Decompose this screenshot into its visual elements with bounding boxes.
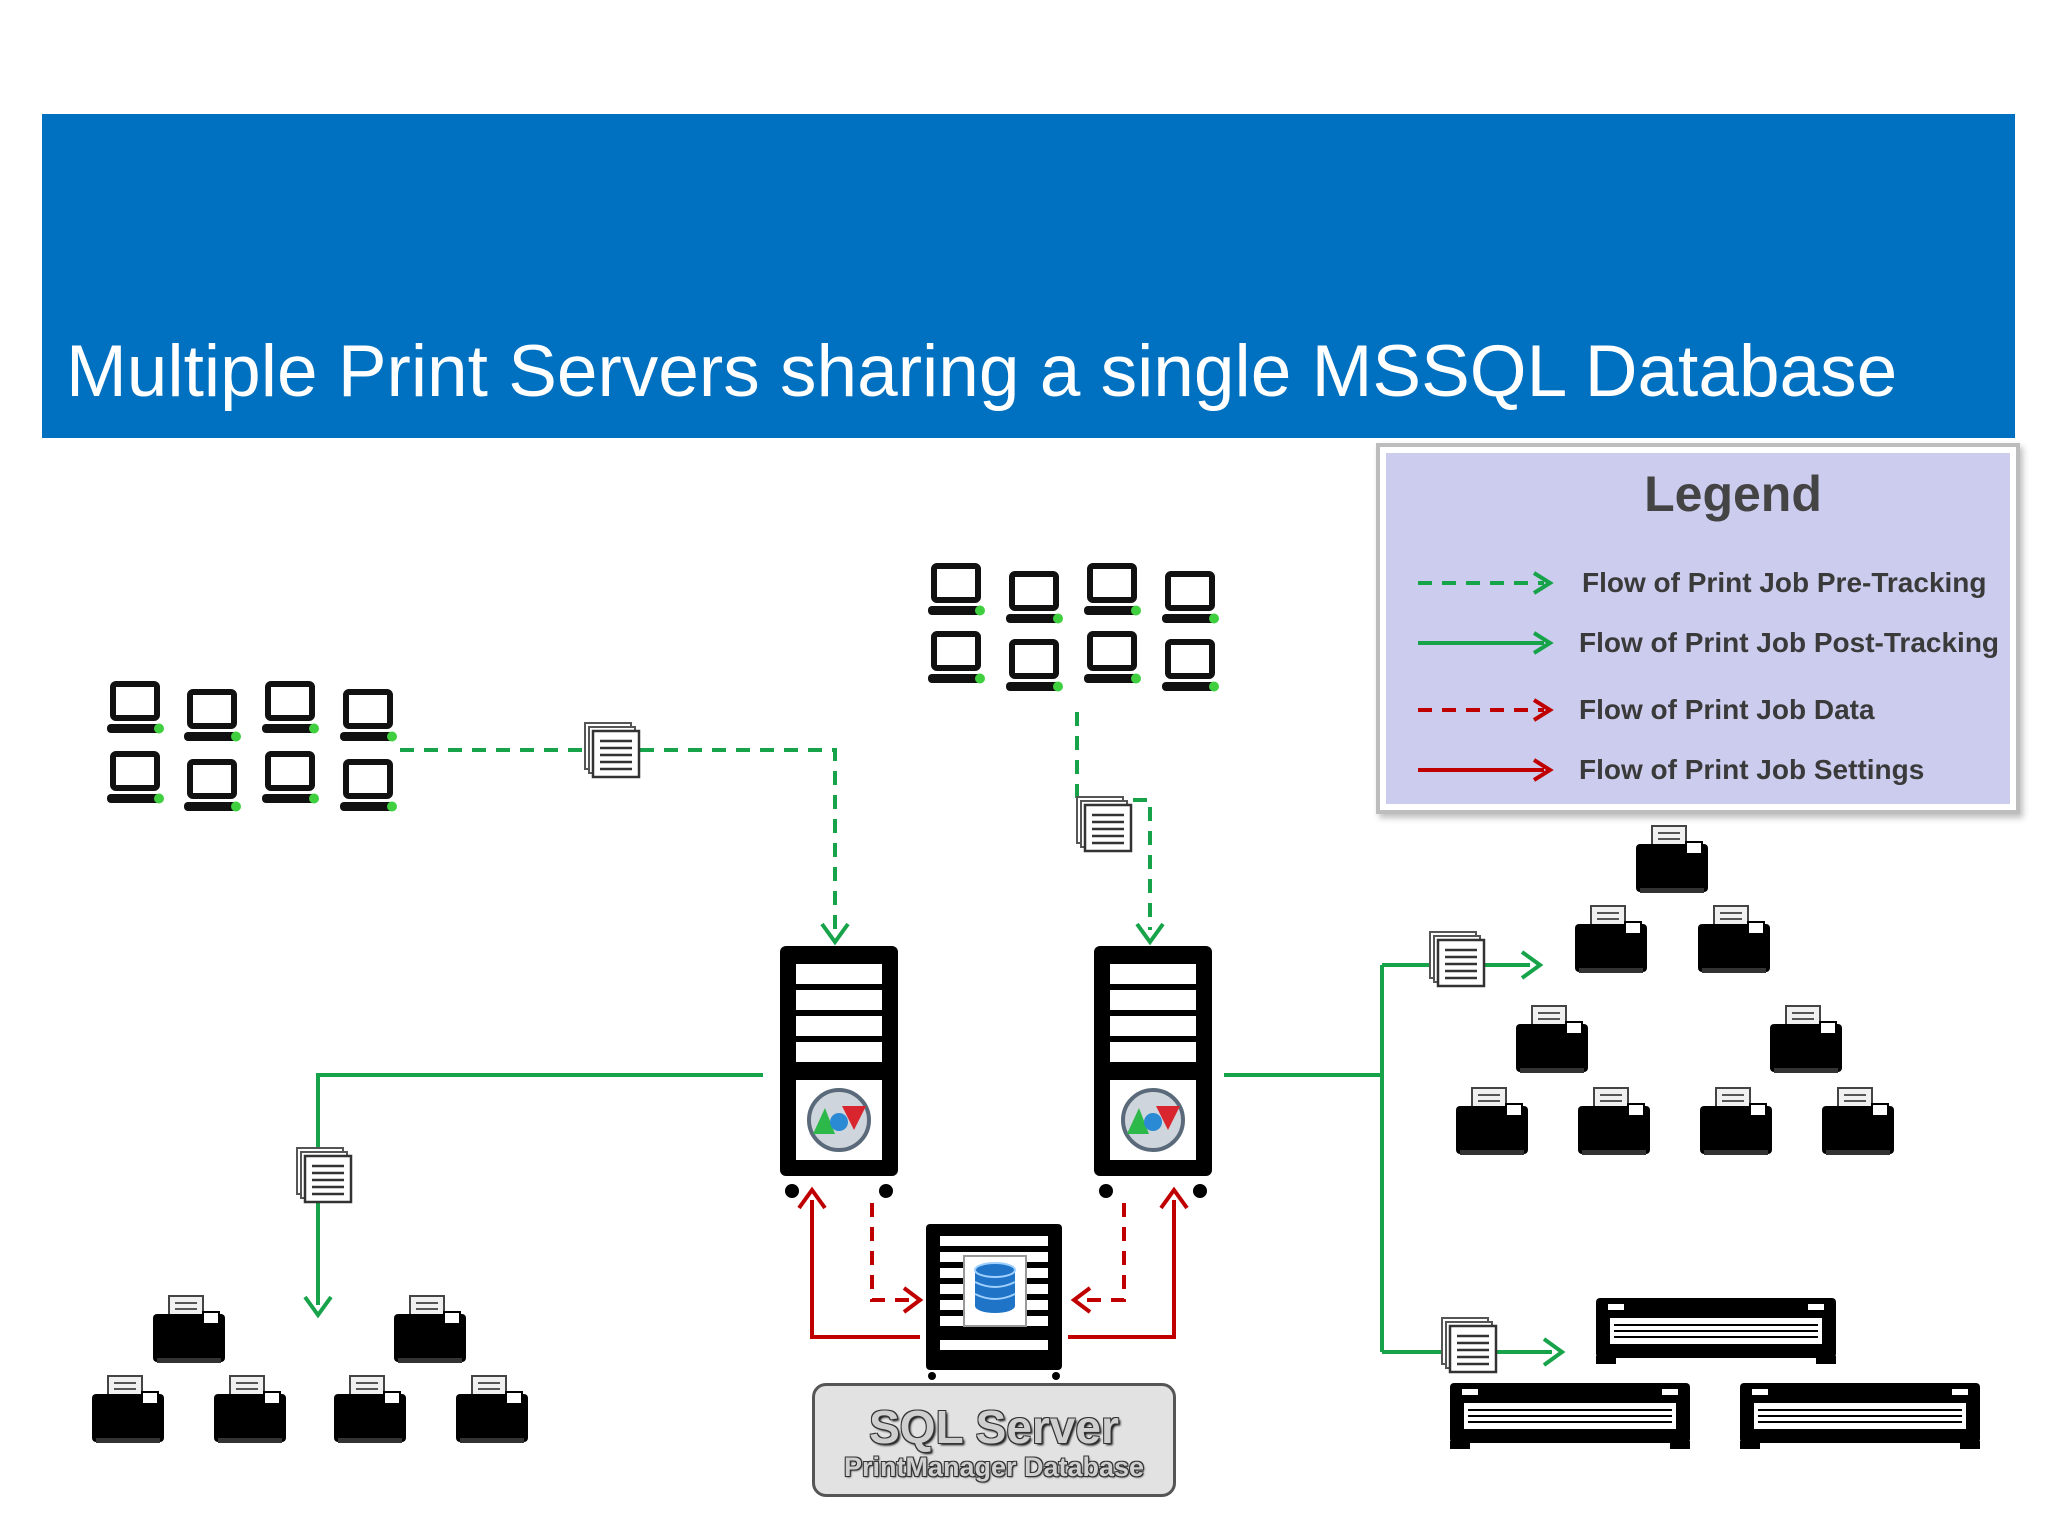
workstation-icon bbox=[262, 754, 319, 804]
workstation-icon bbox=[184, 692, 241, 742]
red-solid-arrow-icon bbox=[1418, 758, 1554, 782]
printer-group-left bbox=[91, 1295, 529, 1444]
workstation-icon bbox=[1084, 634, 1141, 684]
workstation-icon bbox=[262, 684, 319, 734]
page-title: Multiple Print Servers sharing a single … bbox=[66, 331, 1898, 412]
title-banner: Multiple Print Servers sharing a single … bbox=[42, 114, 2015, 438]
document-icon bbox=[295, 1146, 353, 1204]
printer-icon bbox=[393, 1295, 467, 1364]
green-solid-arrow-icon bbox=[1418, 631, 1554, 655]
arrowhead bbox=[1135, 922, 1165, 946]
arrowhead bbox=[303, 1295, 333, 1319]
flow-settings bbox=[810, 1200, 1176, 1339]
flow-pre-tracking-left bbox=[400, 748, 837, 930]
green-dashed-arrow-icon bbox=[1418, 571, 1554, 595]
legend-item-post-tracking: Flow of Print Job Post-Tracking bbox=[1386, 623, 2010, 663]
wide-format-printer-icon bbox=[1595, 1297, 1837, 1365]
wide-format-printer-icon bbox=[1449, 1382, 1691, 1450]
document-icon bbox=[1075, 795, 1133, 853]
printer-icon bbox=[1769, 1005, 1843, 1074]
arrowhead bbox=[797, 1186, 827, 1210]
document-icon bbox=[1428, 930, 1486, 988]
wide-printer-group bbox=[1449, 1297, 1981, 1450]
legend-label: Flow of Print Job Pre-Tracking bbox=[1582, 567, 1987, 598]
legend-title: Legend bbox=[1644, 466, 1822, 522]
legend-panel: Legend Flow of Print Job Pre-Tracking Fl… bbox=[1386, 453, 2010, 804]
workstation-icon bbox=[184, 762, 241, 812]
document-icon bbox=[583, 721, 641, 779]
legend-label: Flow of Print Job Data bbox=[1579, 694, 1875, 725]
workstation-icon bbox=[107, 754, 164, 804]
printer-icon bbox=[1577, 1087, 1651, 1156]
arrowhead bbox=[1070, 1286, 1092, 1314]
printer-icon bbox=[91, 1375, 165, 1444]
flow-post-tracking-right bbox=[1224, 963, 1552, 1354]
printer-icon bbox=[1697, 905, 1771, 974]
legend-item-settings: Flow of Print Job Settings bbox=[1386, 750, 2010, 790]
print-server-right bbox=[1092, 944, 1214, 1200]
flow-post-tracking-left bbox=[316, 1073, 763, 1305]
workstation-icon bbox=[1006, 642, 1063, 692]
arrowhead bbox=[820, 922, 850, 946]
printer-icon bbox=[152, 1295, 226, 1364]
legend: Legend Flow of Print Job Pre-Tracking Fl… bbox=[1376, 443, 2020, 814]
printer-icon bbox=[1574, 905, 1648, 974]
arrowhead bbox=[1520, 950, 1544, 980]
printer-icon bbox=[1635, 825, 1709, 894]
flow-data bbox=[870, 1203, 1126, 1302]
workstation-icon bbox=[928, 634, 985, 684]
workstation-icon bbox=[1084, 566, 1141, 616]
legend-label: Flow of Print Job Post-Tracking bbox=[1579, 627, 2000, 658]
printer-icon bbox=[1699, 1087, 1773, 1156]
printer-group-right bbox=[1455, 825, 1895, 1156]
arrowhead bbox=[902, 1286, 924, 1314]
legend-item-data: Flow of Print Job Data bbox=[1386, 690, 2010, 730]
wide-format-printer-icon bbox=[1739, 1382, 1981, 1450]
arrowhead bbox=[1159, 1186, 1189, 1210]
sql-server-title: SQL Server bbox=[869, 1401, 1119, 1453]
arrowhead bbox=[1542, 1337, 1566, 1367]
workstation-icon bbox=[1006, 574, 1063, 624]
workstation-icon bbox=[340, 692, 397, 742]
printer-icon bbox=[213, 1375, 287, 1444]
printer-icon bbox=[1455, 1087, 1529, 1156]
workstation-group-left bbox=[107, 684, 397, 812]
document-icon bbox=[1440, 1316, 1498, 1374]
database-server-icon bbox=[926, 1224, 1062, 1380]
workstation-icon bbox=[1162, 642, 1219, 692]
printer-icon bbox=[455, 1375, 529, 1444]
workstation-icon bbox=[340, 762, 397, 812]
workstation-icon bbox=[107, 684, 164, 734]
sql-server-label: SQL Server PrintManager Database bbox=[812, 1383, 1176, 1497]
print-server-left bbox=[778, 944, 900, 1200]
workstation-group-top bbox=[928, 566, 1219, 692]
sql-server-subtitle: PrintManager Database bbox=[843, 1452, 1145, 1482]
legend-label: Flow of Print Job Settings bbox=[1579, 754, 1925, 785]
workstation-icon bbox=[928, 566, 985, 616]
workstation-icon bbox=[1162, 574, 1219, 624]
red-dashed-arrow-icon bbox=[1418, 698, 1554, 722]
printer-icon bbox=[1515, 1005, 1589, 1074]
printer-icon bbox=[1821, 1087, 1895, 1156]
legend-item-pre-tracking: Flow of Print Job Pre-Tracking bbox=[1386, 563, 2010, 603]
printer-icon bbox=[333, 1375, 407, 1444]
